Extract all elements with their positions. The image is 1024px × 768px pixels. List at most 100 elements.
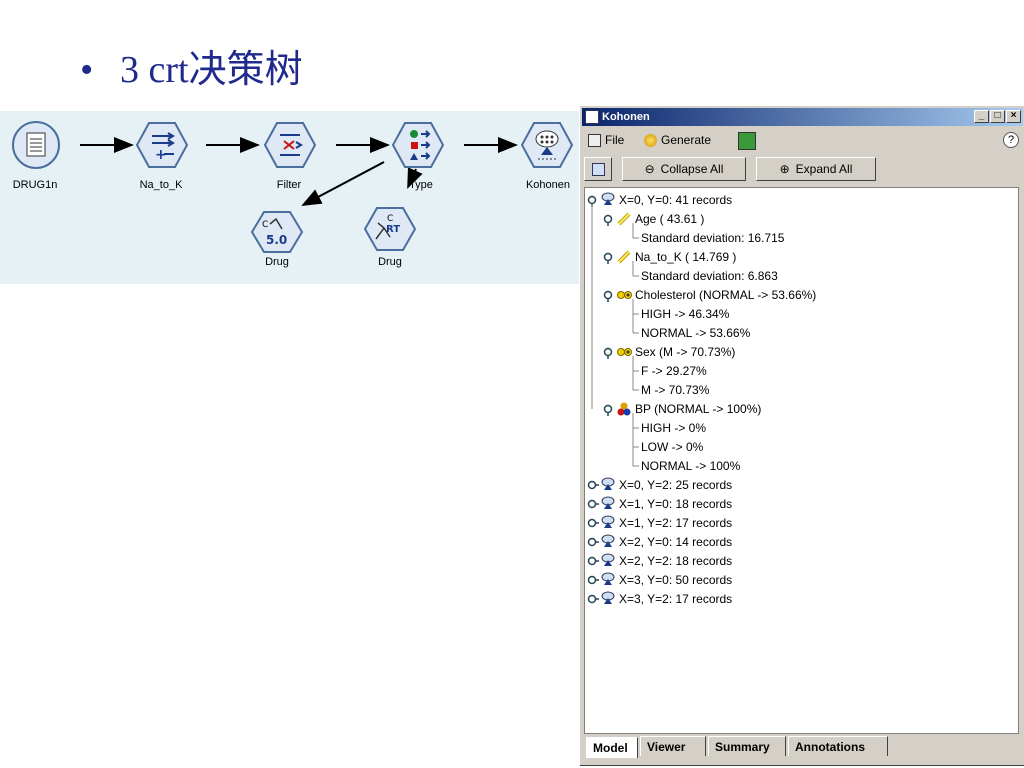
tree-node-value[interactable]: NORMAL -> 53.66% — [641, 326, 751, 340]
tab-summary[interactable]: Summary — [708, 736, 786, 756]
title-bar[interactable]: Kohonen _ □ × — [582, 108, 1023, 126]
ruler-icon — [617, 212, 631, 226]
tree-node-value[interactable]: HIGH -> 46.34% — [641, 307, 730, 321]
crt-model-icon[interactable]: C RT — [363, 207, 417, 251]
menu-file[interactable]: File — [588, 133, 624, 147]
expand-toggle-icon[interactable] — [587, 518, 600, 528]
derive-hexagon-icon[interactable]: + — [135, 122, 189, 168]
cluster-icon — [601, 591, 615, 604]
window-title: Kohonen — [602, 111, 650, 123]
copy-button[interactable] — [584, 157, 612, 181]
export-model-icon[interactable] — [738, 132, 756, 150]
tree-node-value[interactable]: M -> 70.73% — [641, 383, 710, 397]
tree-node-field[interactable]: Age ( 43.61 ) — [635, 212, 705, 226]
cluster-icon — [601, 515, 615, 528]
collapse-toggle-icon[interactable] — [603, 404, 613, 417]
collapse-toggle-icon[interactable] — [603, 347, 613, 360]
expand-toggle-icon[interactable] — [587, 499, 600, 509]
expand-toggle-icon[interactable] — [587, 594, 600, 604]
expand-toggle-icon[interactable] — [587, 556, 600, 566]
file-icon — [588, 133, 601, 147]
slide-title: • 3 crt决策树 — [80, 38, 303, 93]
generate-icon — [644, 133, 657, 147]
filter-hexagon-icon[interactable] — [263, 122, 317, 168]
tree-node-cluster[interactable]: X=0, Y=0: 41 records — [619, 193, 733, 207]
node-label-drug-c50: Drug — [265, 256, 289, 268]
tab-viewer[interactable]: Viewer — [640, 736, 706, 756]
toolbar: ⊖ Collapse All ⊕ Expand All — [582, 154, 1023, 184]
stream-diagram: + — [12, 121, 574, 253]
svg-text:C: C — [262, 220, 268, 230]
kohonen-window: Kohonen _ □ × File Generate ? ⊖ Collapse… — [579, 105, 1024, 766]
minimize-button[interactable]: _ — [974, 110, 989, 123]
expand-toggle-icon[interactable] — [587, 537, 600, 547]
c50-badge: 5.0 — [266, 233, 287, 247]
svg-text:C: C — [387, 214, 393, 224]
tree-node-value[interactable]: Standard deviation: 6.863 — [641, 269, 778, 283]
tree-node-cluster[interactable]: X=3, Y=2: 17 records — [619, 592, 733, 606]
cluster-icon — [601, 477, 615, 490]
bullet: • — [80, 49, 94, 91]
expand-icon: ⊕ — [779, 162, 790, 176]
node-label-drug-crt: Drug — [378, 256, 402, 268]
help-button[interactable]: ? — [1003, 132, 1019, 148]
tree-node-field[interactable]: Sex (M -> 70.73%) — [635, 345, 736, 359]
tree-node-cluster[interactable]: X=2, Y=0: 14 records — [619, 535, 733, 549]
tree-node-value[interactable]: Standard deviation: 16.715 — [641, 231, 785, 245]
tree-node-cluster[interactable]: X=1, Y=0: 18 records — [619, 497, 733, 511]
expand-toggle-icon[interactable] — [587, 480, 600, 490]
database-file-icon[interactable] — [12, 121, 60, 169]
crt-badge: RT — [386, 224, 400, 235]
collapse-toggle-icon[interactable] — [603, 214, 613, 227]
node-label-drug1n: DRUG1n — [12, 179, 58, 191]
tree-node-value[interactable]: NORMAL -> 100% — [641, 459, 741, 473]
tree-node-value[interactable]: F -> 29.27% — [641, 364, 707, 378]
close-button[interactable]: × — [1006, 110, 1021, 123]
cluster-icon — [601, 553, 615, 566]
type-hexagon-icon[interactable] — [391, 122, 445, 168]
tree-node-cluster[interactable]: X=1, Y=2: 17 records — [619, 516, 733, 530]
tree-node-cluster[interactable]: X=0, Y=2: 25 records — [619, 478, 733, 492]
maximize-button[interactable]: □ — [990, 110, 1005, 123]
expand-toggle-icon[interactable] — [587, 575, 600, 585]
connector-type-drug-c50 — [301, 161, 385, 206]
expand-all-label: Expand All — [795, 162, 853, 176]
tab-annotations[interactable]: Annotations — [788, 736, 888, 756]
menu-bar: File Generate ? — [582, 128, 1023, 152]
slide-title-text: 3 crt决策树 — [120, 49, 303, 91]
menu-file-label: File — [605, 133, 625, 147]
copy-icon — [591, 162, 605, 176]
tree-node-cluster[interactable]: X=2, Y=2: 18 records — [619, 554, 733, 568]
set-icon — [617, 402, 631, 416]
collapse-all-button[interactable]: ⊖ Collapse All — [622, 157, 746, 181]
tree-node-field[interactable]: BP (NORMAL -> 100%) — [635, 402, 762, 416]
flag-icon — [617, 348, 632, 356]
tree-node-cluster[interactable]: X=3, Y=0: 50 records — [619, 573, 733, 587]
tree-node-field[interactable]: Na_to_K ( 14.769 ) — [635, 250, 737, 264]
tree-connectors — [587, 192, 639, 604]
kohonen-net-icon[interactable] — [520, 122, 574, 168]
menu-generate[interactable]: Generate — [644, 133, 711, 147]
svg-text:+: + — [155, 147, 167, 163]
collapse-icon: ⊖ — [644, 162, 655, 176]
cluster-icon — [601, 572, 615, 585]
tree-node-field[interactable]: Cholesterol (NORMAL -> 53.66%) — [635, 288, 817, 302]
tree-node-value[interactable]: LOW -> 0% — [641, 440, 704, 454]
tab-bar: Model Viewer Summary Annotations — [584, 736, 1021, 758]
collapse-toggle-icon[interactable] — [603, 252, 613, 265]
c50-model-icon[interactable]: C 5.0 — [250, 211, 304, 253]
menu-generate-label: Generate — [661, 133, 712, 147]
cluster-icon — [601, 534, 615, 547]
ruler-icon — [617, 250, 631, 264]
collapse-toggle-icon[interactable] — [603, 290, 613, 303]
window-app-icon — [585, 110, 599, 124]
tree-node-value[interactable]: HIGH -> 0% — [641, 421, 707, 435]
node-label-type: Type — [409, 179, 433, 191]
cluster-icon — [601, 496, 615, 509]
collapse-all-label: Collapse All — [660, 162, 724, 176]
tab-model[interactable]: Model — [586, 737, 638, 758]
node-label-kohonen: Kohonen — [525, 179, 571, 191]
expand-all-button[interactable]: ⊕ Expand All — [756, 157, 876, 181]
connector-type-drug-crt — [407, 167, 423, 189]
